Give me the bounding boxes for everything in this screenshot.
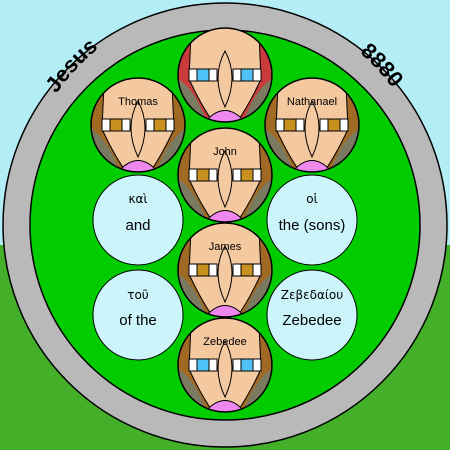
greek-word: οἱ	[306, 192, 317, 206]
head-thomas: Thomas	[90, 77, 186, 173]
english-word: of the	[119, 312, 157, 329]
word-circle-kai: καὶ and	[92, 174, 184, 266]
head-nathanael: Nathanael	[264, 77, 360, 173]
word-circle-bg	[92, 174, 184, 266]
nose	[217, 149, 233, 209]
word-circle-bg	[266, 174, 358, 266]
head-outline	[264, 77, 360, 173]
head-outline	[177, 27, 273, 123]
iris	[240, 168, 254, 182]
iris	[240, 358, 254, 372]
iris	[283, 118, 297, 132]
greek-word: τοῦ	[127, 288, 149, 302]
iris	[196, 263, 210, 277]
iris	[196, 68, 210, 82]
head-name-james: James	[209, 241, 242, 253]
greek-word: Ζεβεδαίου	[281, 288, 344, 302]
word-circle-bg	[92, 269, 184, 361]
head-outline	[90, 77, 186, 173]
word-circle-tou: τοῦ of the	[92, 269, 184, 361]
head-name-john: John	[213, 146, 237, 158]
english-word: Zebedee	[282, 312, 341, 329]
face	[188, 28, 262, 122]
face	[188, 223, 262, 317]
iris	[240, 263, 254, 277]
head-outline	[177, 317, 273, 413]
face	[188, 128, 262, 222]
face	[275, 78, 349, 172]
nose	[217, 339, 233, 399]
nose	[217, 244, 233, 304]
head-name-thomas: Thomas	[118, 96, 158, 108]
iris	[153, 118, 167, 132]
word-circle-bg	[266, 269, 358, 361]
iris	[109, 118, 123, 132]
iris	[240, 68, 254, 82]
head-top	[177, 27, 273, 123]
head-name-nathanael: Nathanael	[287, 96, 337, 108]
face	[101, 78, 175, 172]
head-outline	[177, 222, 273, 318]
iris	[196, 168, 210, 182]
nose	[130, 99, 146, 159]
head-name-zebedee: Zebedee	[203, 336, 246, 348]
iris	[327, 118, 341, 132]
english-word: the (sons)	[279, 217, 346, 234]
nose	[217, 49, 233, 109]
word-circle-hoi: οἱ the (sons)	[266, 174, 358, 266]
word-circle-zebedaiou: Ζεβεδαίου Zebedee	[266, 269, 358, 361]
iris	[196, 358, 210, 372]
nose	[304, 99, 320, 159]
head-outline	[177, 127, 273, 223]
head-zebedee: Zebedee	[177, 317, 273, 413]
english-word: and	[125, 217, 150, 234]
face	[188, 318, 262, 412]
greek-word: καὶ	[128, 192, 147, 206]
